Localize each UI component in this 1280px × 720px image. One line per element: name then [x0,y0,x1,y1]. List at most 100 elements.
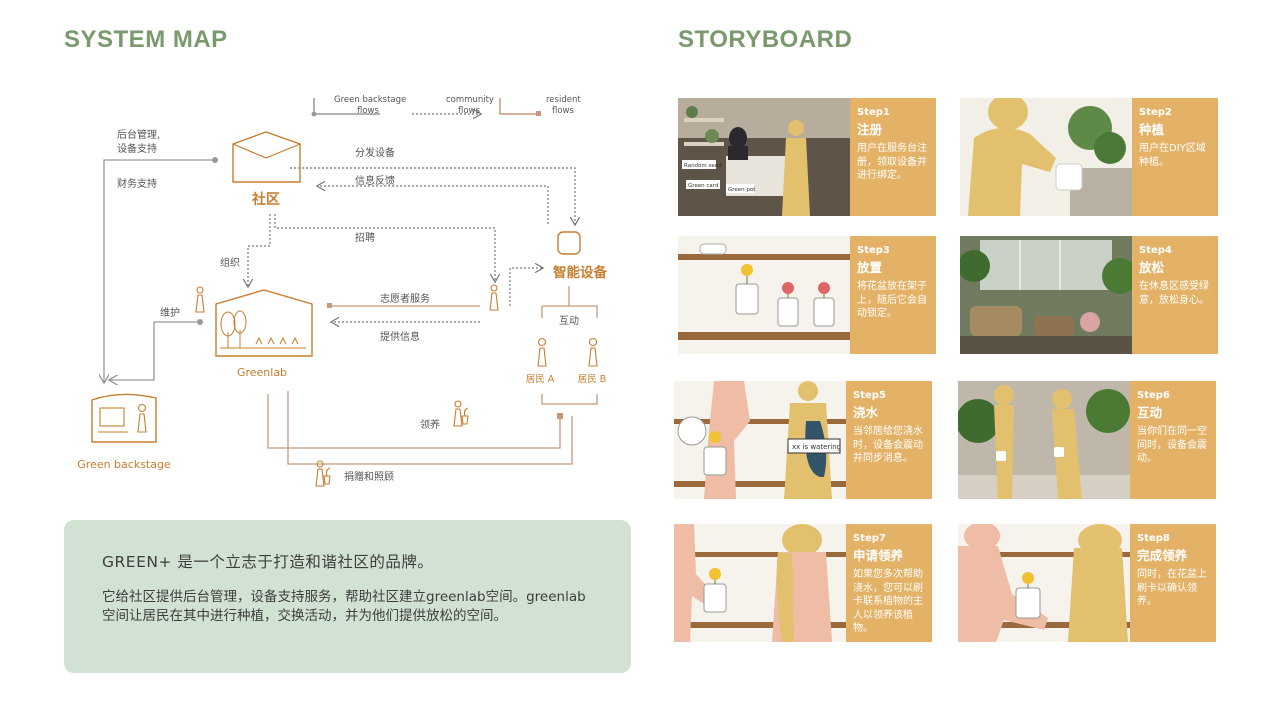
edge-label-provide-info: 提供信息 [380,330,420,343]
edge-label-mgmt: 后台管理, [117,128,160,141]
legend-label: flows [458,106,481,116]
story-scene [678,236,850,354]
story-step: Step3 [857,245,890,256]
trees-icon [220,310,306,349]
greenlab-label: Greenlab [237,366,287,379]
community-node: 社区 [232,131,301,208]
computer-icon [98,407,128,433]
resident-b-label: 居民 B [578,374,607,385]
story-scene [958,381,1130,499]
story-desc: 用户在DIY区域种植。 [1139,143,1206,168]
community-label: 社区 [251,191,280,208]
story-scene [958,524,1130,642]
greenlab-node: Greenlab [215,289,313,379]
legend-community: community flows [412,95,494,116]
story-title: 放置 [857,260,883,275]
story-desc: 在休息区感受绿意，放松身心。 [1139,281,1209,306]
maintainer-icon [195,286,205,313]
story-panel: Step3 放置 将花盆放在架子上，随后它会自动锁定。 [850,236,936,354]
legend-label: flows [552,106,575,116]
system-map-diagram: Green backstage flows community flows re… [77,95,607,487]
story-scene [960,236,1132,354]
story-step: Step1 [857,107,890,118]
edge-label-maintain: 维护 [160,306,180,319]
story-step: Step8 [1137,533,1170,544]
storyboard-heading: STORYBOARD [678,26,853,53]
story-scene: Random seed Green card Green pot [678,98,850,216]
story-scene [674,524,846,642]
story-desc: 同时，在花盆上刷卡以确认领养。 [1137,569,1207,607]
summary-body: 它给社区提供后台管理，设备支持服务，帮助社区建立greenlab空间。green… [102,589,586,624]
edge-label-interact: 互动 [559,315,579,327]
story-panel: Step1 注册 用户在服务台注册，领取设备并进行绑定。 [850,98,936,216]
story-step: Step6 [1137,390,1170,401]
story-desc: 当邻居给您浇水时，设备会震动并同步消息。 [853,426,923,464]
story-card-2: Step2 种植 用户在DIY区域种植。 [960,98,1218,216]
story-card-4: Step4 放松 在休息区感受绿意，放松身心。 [960,236,1218,354]
legend-label: Green backstage [334,95,406,105]
story-title: 注册 [857,122,883,137]
backstage-label: Green backstage [77,458,171,471]
story-step: Step2 [1139,107,1172,118]
edge-label-feedback: 信息反馈 [355,174,395,187]
story-scene: xx is watering [674,381,846,499]
resident-a-node [537,337,547,367]
edge-label-recruit: 招聘 [355,231,375,244]
legend: Green backstage flows community flows re… [311,95,581,117]
tag-green-card: Green card [688,183,718,189]
summary-box: GREEN+ 是一个立志于打造和谐社区的品牌。 它给社区提供后台管理，设备支持服… [64,520,631,673]
volunteer-icon [489,284,499,311]
story-desc: 用户在服务台注册，领取设备并进行绑定。 [857,143,927,181]
story-desc: 将花盆放在架子上，随后它会自动锁定。 [857,281,927,319]
story-desc: 当你们在同一空间时，设备会震动。 [1137,426,1207,464]
story-step: Step4 [1139,245,1172,256]
story-title: 互动 [1137,405,1163,420]
story-desc: 如果您多次帮助浇水，您可以刷卡联系植物的主人以领养该植物。 [853,569,923,634]
story-card-1: Random seed Green card Green pot Step1 注… [678,98,936,216]
story-step: Step7 [853,533,886,544]
story-card-8: Step8 完成领养 同时，在花盆上刷卡以确认领养。 [958,524,1216,642]
resident-a-label: 居民 A [526,374,555,385]
story-panel: Step8 完成领养 同时，在花盆上刷卡以确认领养。 [1130,524,1216,642]
backstage-node: Green backstage [77,393,171,471]
person-icon [137,403,147,433]
adopter-icon [453,400,469,427]
tag-watering: xx is watering [792,443,841,451]
story-card-7: Step7 申请领养 如果您多次帮助浇水，您可以刷卡联系植物的主人以领养该植物。 [674,524,932,642]
edge-label-adopt: 领养 [420,418,440,431]
tag-random-seed: Random seed [684,163,722,169]
donor-icon [315,460,331,487]
device-label: 智能设备 [553,264,607,281]
edge-label-mgmt: 设备支持 [117,142,157,155]
legend-resident: resident flows [499,95,581,116]
story-panel: Step6 互动 当你们在同一空间时，设备会震动。 [1130,381,1216,499]
legend-backstage: Green backstage flows [311,95,406,117]
resident-b-node [588,337,598,367]
story-card-3: Step3 放置 将花盆放在架子上，随后它会自动锁定。 [678,236,936,354]
device-node: 智能设备 互动 [553,231,607,327]
story-panel: Step2 种植 用户在DIY区域种植。 [1132,98,1218,216]
story-panel: Step5 浇水 当邻居给您浇水时，设备会震动并同步消息。 [846,381,932,499]
edge-label-organize: 组织 [220,256,240,269]
legend-label: flows [357,106,380,116]
edge-label-distribute: 分发设备 [355,146,395,159]
summary-title: GREEN+ 是一个立志于打造和谐社区的品牌。 [102,553,434,571]
story-card-5: xx is watering Step5 浇水 当邻居给您浇水时，设备会震动并同… [674,381,932,499]
story-title: 申请领养 [853,548,904,563]
story-title: 完成领养 [1137,548,1188,563]
story-title: 浇水 [853,405,879,420]
system-map-heading: SYSTEM MAP [64,26,228,53]
edge-label-volunteer: 志愿者服务 [380,292,430,305]
story-scene [960,98,1132,216]
legend-label: community [446,95,494,105]
story-panel: Step4 放松 在休息区感受绿意，放松身心。 [1132,236,1218,354]
story-step: Step5 [853,390,886,401]
story-title: 种植 [1139,122,1165,137]
story-panel: Step7 申请领养 如果您多次帮助浇水，您可以刷卡联系植物的主人以领养该植物。 [846,524,932,642]
story-card-6: Step6 互动 当你们在同一空间时，设备会震动。 [958,381,1216,499]
edge-label-donate: 捐赠和照顾 [344,470,394,483]
legend-label: resident [546,95,581,105]
tag-green-pot: Green pot [728,187,756,193]
edge-label-finance: 财务支持 [117,177,157,190]
story-title: 放松 [1139,260,1165,275]
